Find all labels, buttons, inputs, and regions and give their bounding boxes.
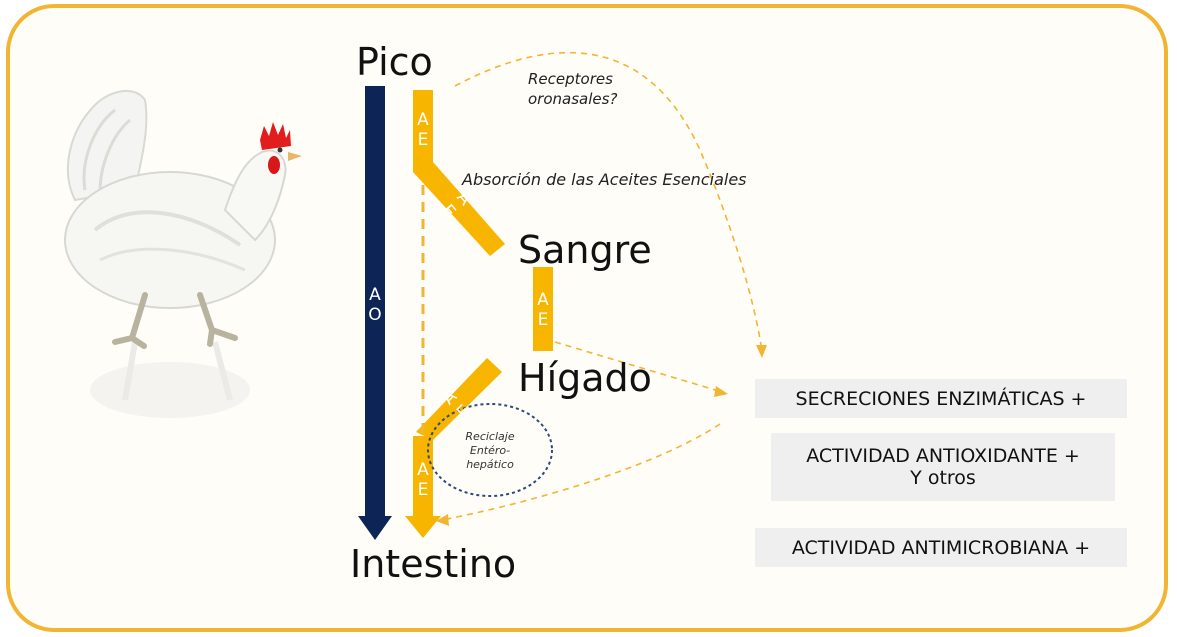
ae-lower-letter-a: A — [417, 460, 429, 480]
node-pico: Pico — [356, 40, 433, 84]
receptores-label: Receptores — [528, 70, 613, 88]
ae-label-lower: A E — [414, 460, 432, 500]
reciclaje-label: Reciclaje Entéro- hepático — [450, 430, 530, 472]
ae-sangre-letter-a: A — [537, 290, 549, 310]
dashed-receptores-arrowhead — [756, 345, 767, 358]
ao-arrow-shaft — [365, 86, 385, 516]
antimicrobiana-text: ACTIVIDAD ANTIMICROBIANA + — [791, 536, 1091, 559]
secreciones-box: SECRECIONES ENZIMÁTICAS + — [755, 379, 1127, 418]
node-higado: Hígado — [518, 356, 652, 400]
reciclaje-line-1: Reciclaje — [465, 430, 515, 443]
ae-arrow-head — [405, 516, 441, 538]
node-intestino: Intestino — [350, 542, 517, 586]
antioxidante-text-2: Y otros — [910, 467, 976, 489]
oronasales-label: oronasales? — [528, 90, 618, 108]
chicken-illustration — [64, 89, 302, 418]
ae-label-upper: A E — [414, 110, 432, 150]
ae-diagonal-to-sangre — [413, 162, 505, 256]
reciclaje-line-3: hepático — [466, 458, 514, 471]
ae-sangre-letter-e: E — [537, 310, 549, 330]
diagram-frame — [6, 4, 1168, 632]
secreciones-text: SECRECIONES ENZIMÁTICAS + — [795, 387, 1087, 410]
ae-upper-letter-a: A — [417, 110, 429, 130]
antioxidante-box: ACTIVIDAD ANTIOXIDANTE + Y otros — [771, 433, 1115, 501]
ae-upper-letter-e: E — [417, 130, 429, 150]
ae-label-sangre: A E — [534, 290, 552, 330]
dashed-sangre-to-effects — [554, 341, 723, 393]
reciclaje-line-2: Entéro- — [469, 444, 511, 457]
dashed-sangre-arrowhead — [714, 386, 728, 397]
ae-lower-letter-e: E — [417, 480, 429, 500]
absorcion-label: Absorción de las Aceites Esenciales — [462, 170, 747, 189]
ae-sangre-bar — [533, 267, 553, 351]
ae-upper-bar — [413, 90, 433, 172]
ae-diagonal-from-higado — [416, 358, 502, 440]
ao-arrow-head — [358, 516, 392, 540]
dashed-effects-to-intestine — [441, 423, 721, 521]
node-sangre: Sangre — [518, 228, 652, 272]
reciclaje-circle — [427, 403, 553, 497]
antimicrobiana-box: ACTIVIDAD ANTIMICROBIANA + — [755, 528, 1127, 567]
ao-letter-a: A — [369, 285, 381, 305]
ao-letter-o: O — [368, 305, 382, 325]
dashed-receptores-path — [454, 51, 763, 353]
dashed-intestine-arrowhead — [436, 514, 449, 526]
ao-label: A O — [366, 285, 384, 325]
antioxidante-text-1: ACTIVIDAD ANTIOXIDANTE + — [806, 445, 1080, 467]
